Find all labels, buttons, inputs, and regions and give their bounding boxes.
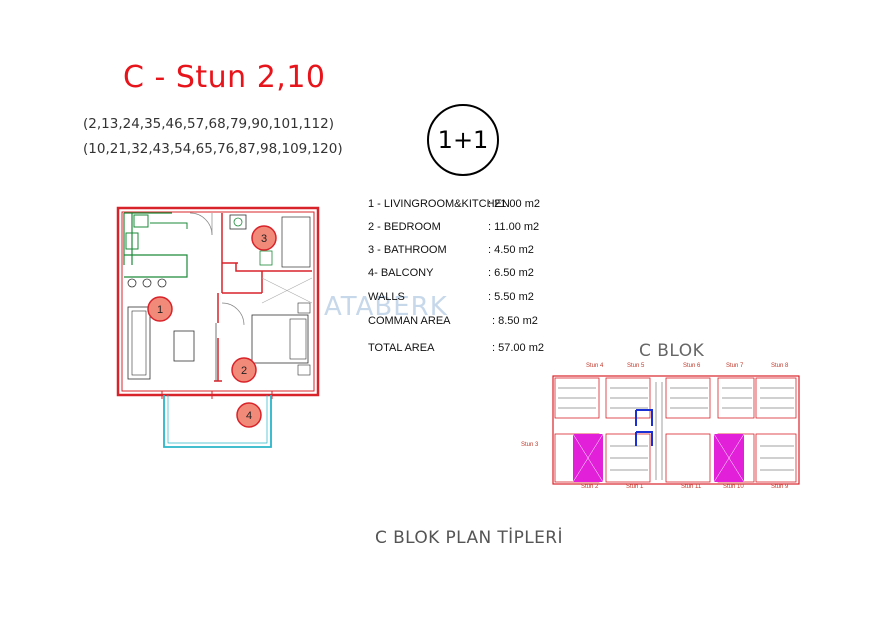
stun-label-7: Stun 7 [726, 363, 744, 369]
block-plan-drawing [552, 375, 800, 485]
stun-label-9: Stun 9 [771, 484, 789, 490]
stun-label-6: Stun 6 [683, 363, 701, 369]
svg-text:4: 4 [246, 410, 252, 422]
area-label: 1 - LIVINGROOM&KITCHEN [368, 198, 510, 210]
area-label: COMMAN AREA [368, 315, 451, 327]
stun-label-5: Stun 5 [627, 363, 645, 369]
room-marker-2: 2 [231, 357, 257, 383]
footer-caption: C BLOK PLAN TİPLERİ [375, 528, 563, 548]
watermark-logo: ATABERK [324, 292, 448, 322]
stun-label-2: Stun 2 [581, 484, 599, 490]
page-title: C - Stun 2,10 [123, 60, 326, 95]
area-label: TOTAL AREA [368, 342, 435, 354]
area-value: : 8.50 m2 [492, 315, 538, 327]
apartment-floor-plan: 1 2 3 4 [116, 206, 320, 448]
stun-label-4: Stun 4 [586, 363, 604, 369]
area-label: 3 - BATHROOM [368, 244, 447, 256]
svg-text:1: 1 [157, 304, 163, 316]
stun-label-11: Stun 11 [681, 484, 702, 490]
stun-label-10: Stun 10 [723, 484, 744, 490]
block-plan: Stun 4 Stun 5 Stun 6 Stun 7 Stun 8 Stun … [518, 362, 803, 494]
room-marker-3: 3 [251, 225, 277, 251]
area-value: : 57.00 m2 [492, 342, 544, 354]
area-label: WALLS [368, 291, 405, 303]
room-marker-4: 4 [236, 402, 262, 428]
stun-label-8: Stun 8 [771, 363, 789, 369]
area-label: 2 - BEDROOM [368, 221, 441, 233]
unit-numbers-line-2: (10,21,32,43,54,65,76,87,98,109,120) [83, 141, 343, 157]
unit-numbers-line-1: (2,13,24,35,46,57,68,79,90,101,112) [83, 116, 334, 132]
plan-type-label: 1+1 [437, 126, 489, 154]
area-value: : 11.00 m2 [488, 221, 540, 233]
area-value: : 4.50 m2 [488, 244, 534, 256]
room-marker-1: 1 [147, 296, 173, 322]
area-value: : 21.00 m2 [488, 198, 540, 210]
area-value: : 6.50 m2 [488, 267, 534, 279]
svg-text:2: 2 [241, 365, 247, 377]
stun-label-1: Stun 1 [626, 484, 644, 490]
stun-label-3: Stun 3 [521, 442, 539, 448]
area-value: : 5.50 m2 [488, 291, 534, 303]
area-label: 4- BALCONY [368, 267, 434, 279]
svg-text:3: 3 [261, 233, 267, 245]
block-plan-title: C BLOK [639, 341, 705, 361]
plan-type-badge: 1+1 [427, 104, 499, 176]
